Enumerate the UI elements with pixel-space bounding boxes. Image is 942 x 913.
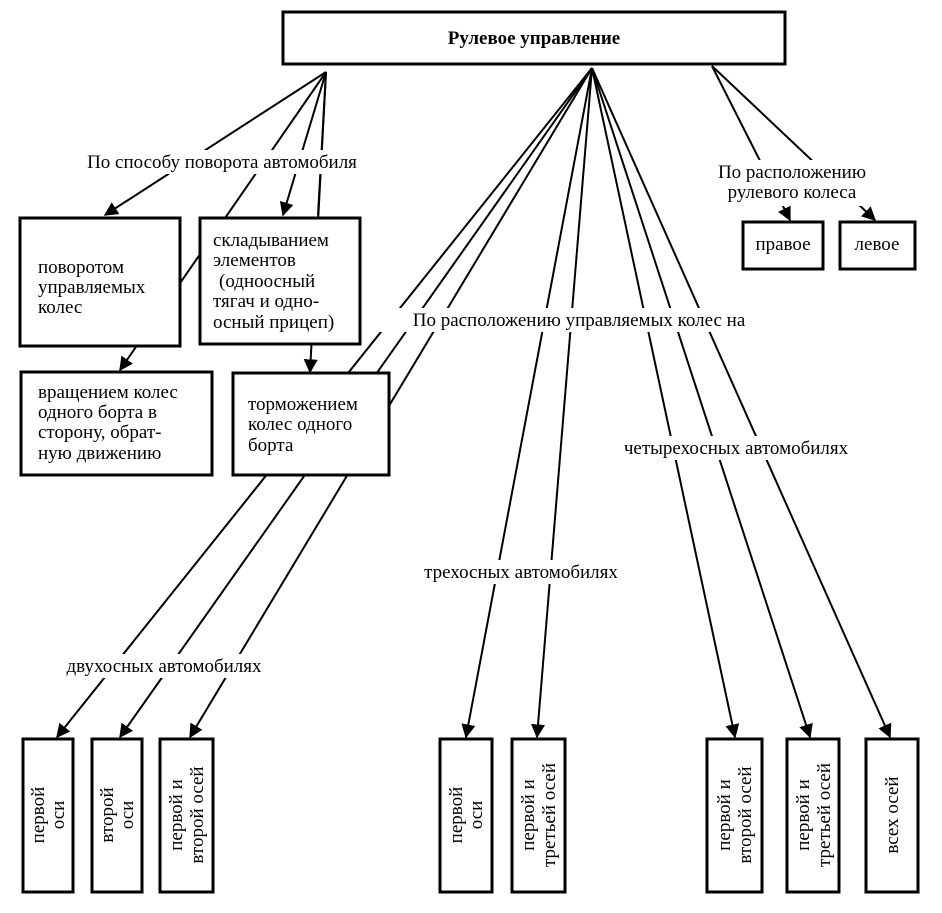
node-four-first-second: первой и второй осей — [705, 737, 764, 894]
group-label-turn-method: По способу поворота автомобиля — [87, 152, 357, 173]
node-braking-line3: борта — [248, 435, 294, 456]
node-steered-wheels-line1: поворотом — [38, 257, 124, 278]
root-label: Рулевое управление — [448, 28, 620, 49]
node-four-first-second-line1: первой и — [714, 779, 735, 851]
group-label-two-axle: двухосных автомобилях — [66, 656, 262, 677]
node-steered-wheels-line3: колес — [38, 297, 82, 318]
node-three-first-third-line2: третьей осей — [539, 763, 560, 867]
group-labels: По способу поворота автомобиля По распол… — [46, 150, 884, 678]
edge-hub-to-three-first-third — [531, 67, 593, 739]
node-articulation-line4: тягач и одно- — [213, 291, 319, 312]
node-opposite-rotation-line1: вращением колес — [38, 382, 178, 403]
node-two-first-second: первой и второй осей — [158, 737, 215, 894]
group-label-three-axle: трехосных автомобилях — [424, 562, 618, 583]
group-label-wheel-position-line2: рулевого колеса — [728, 182, 857, 203]
node-articulation-line5: осный прицеп) — [213, 312, 334, 333]
node-two-first-line2: оси — [48, 801, 69, 830]
node-two-first: первой оси — [21, 737, 75, 894]
node-articulation: складыванием элементов (одноосный тягач … — [198, 216, 362, 346]
node-opposite-rotation-line3: сторону, обрат- — [38, 422, 162, 443]
node-articulation-line2: элементов — [213, 250, 296, 271]
node-left-wheel: левое — [838, 220, 917, 271]
edge-hub-to-four-first-second — [591, 67, 740, 739]
node-right-wheel-label: правое — [755, 234, 810, 255]
node-two-first-second-line1: первой и — [166, 779, 187, 851]
node-right-wheel: правое — [741, 220, 825, 271]
node-four-first-second-line2: второй осей — [735, 766, 756, 863]
node-four-first-third: первой и третьей осей — [785, 737, 841, 894]
node-two-second-line1: второй — [97, 787, 118, 842]
node-opposite-rotation: вращением колес одного борта в сторону, … — [19, 370, 214, 477]
node-two-second-line2: оси — [117, 801, 138, 830]
edge-hub-to-four-first-third — [591, 67, 813, 739]
node-articulation-line1: складыванием — [213, 230, 329, 251]
node-four-all-line1: всех осей — [882, 776, 903, 853]
node-opposite-rotation-line4: ную движению — [38, 443, 161, 464]
group-label-steered-axles: По расположению управляемых колес на — [413, 310, 746, 331]
node-three-first-third-line1: первой и — [518, 779, 539, 851]
node-three-first-line2: оси — [466, 801, 487, 830]
node-four-first-third-line1: первой и — [793, 779, 814, 851]
node-steered-wheels-line2: управляемых — [38, 277, 146, 298]
node-three-first-third: первой и третьей осей — [510, 737, 567, 894]
node-braking: торможением колес одного борта — [231, 371, 391, 477]
node-articulation-line3: (одноосный — [219, 271, 315, 292]
group-label-four-axle: четырехосных автомобилях — [624, 438, 849, 459]
node-two-second: второй оси — [90, 737, 144, 894]
node-three-first-line1: первой — [446, 787, 467, 844]
edge-root-to-steered-wheels — [103, 71, 327, 216]
node-three-first: первой оси — [438, 737, 494, 894]
node-four-first-third-line2: третьей осей — [814, 763, 835, 867]
node-left-wheel-label: левое — [855, 234, 900, 255]
node-opposite-rotation-line2: одного борта в — [38, 402, 157, 423]
node-braking-line1: торможением — [248, 394, 358, 415]
node-two-first-line1: первой — [28, 787, 49, 844]
group-label-wheel-position-line1: По расположению — [718, 162, 866, 183]
node-braking-line2: колес одного — [248, 414, 352, 435]
edge-hub-to-two-first-second — [189, 67, 593, 739]
edge-hub-to-three-first — [461, 67, 593, 739]
node-steered-wheels: поворотом управляемых колес — [18, 216, 182, 348]
root-node: Рулевое управление — [281, 10, 787, 66]
edge-root-to-articulation-a — [279, 71, 327, 217]
edge-hub-to-four-all — [591, 67, 892, 739]
node-two-first-second-line2: второй осей — [187, 766, 208, 863]
node-four-all: всех осей — [864, 737, 920, 894]
